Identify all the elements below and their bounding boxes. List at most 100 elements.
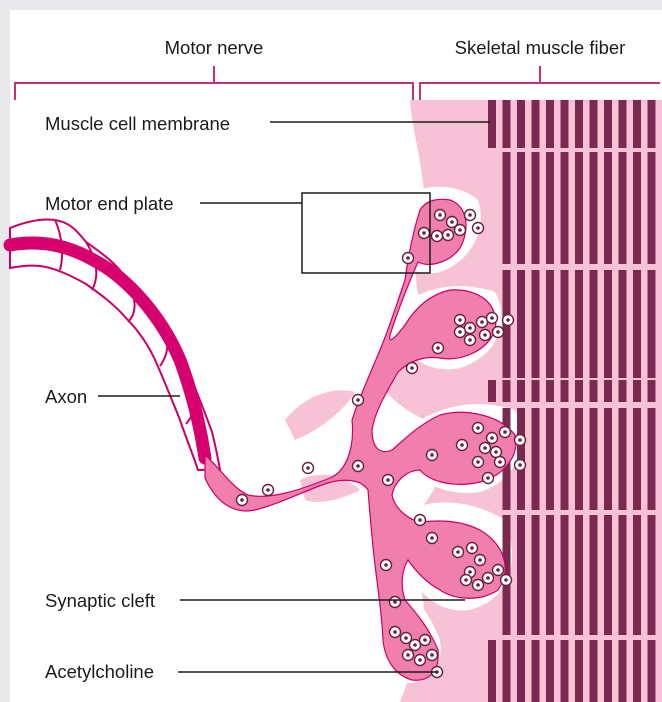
vesicle [515,460,526,471]
striation-bar [503,152,511,264]
vesicle [353,461,364,472]
striation-bar [648,640,656,702]
striation-bar [590,408,598,510]
striation-bar [488,380,496,402]
striation-bar [619,380,627,402]
vesicle [419,228,430,239]
striation-bar [648,100,656,148]
striation-bar [546,100,554,148]
striation-bar [575,515,583,635]
vesicle [390,597,401,608]
motor-end-plate-label: Motor end plate [45,193,174,214]
striation-bar [619,640,627,702]
motor-nerve-label: Motor nerve [165,37,264,58]
vesicle [465,210,476,221]
striation-bar [633,408,641,510]
vesicle [420,635,431,646]
striation-bar [648,270,656,378]
striation-bar [546,270,554,378]
striation-bar [532,100,540,148]
vesicle [453,547,464,558]
vesicle [427,533,438,544]
striation-bar [619,100,627,148]
vesicle [467,543,478,554]
vesicle [475,555,486,566]
vesicle [263,485,274,496]
striation-bar [517,640,525,702]
striation-bar [590,152,598,264]
striation-bar [532,515,540,635]
striation-bar [604,515,612,635]
vesicle [473,423,484,434]
acetylcholine-label: Acetylcholine [45,661,154,682]
vesicle [473,580,484,591]
striation-bar [633,380,641,402]
striation-bar [590,640,598,702]
vesicle [403,253,414,264]
axon-label: Axon [45,386,87,407]
muscle-cell-membrane-label: Muscle cell membrane [45,113,230,134]
striation-bar [532,152,540,264]
striation-bar [575,270,583,378]
striation-bar [488,100,496,148]
vesicle [415,655,426,666]
striation-bar [648,380,656,402]
vesicle [427,450,438,461]
vesicle [473,223,484,234]
striation-bar [561,270,569,378]
vesicle [381,560,392,571]
vesicle [455,225,466,236]
striation-bar [517,152,525,264]
striation-bar [619,270,627,378]
striation-bar [633,152,641,264]
striation-bar [532,380,540,402]
striation-bar [575,640,583,702]
striation-bar [561,380,569,402]
striation-bar [488,640,496,702]
striation-bar [604,270,612,378]
striation-bar [604,100,612,148]
striation-bar [648,515,656,635]
vesicle [465,335,476,346]
vesicle [353,395,364,406]
striation-bar [532,640,540,702]
striation-bar [590,380,598,402]
striation-bar [590,515,598,635]
striation-bar [546,152,554,264]
striation-bar [619,152,627,264]
striation-bar [503,100,511,148]
striation-bar [546,380,554,402]
striation-bar [575,380,583,402]
striation-bar [633,640,641,702]
striation-bar [633,100,641,148]
vesicle [461,575,472,586]
vesicle [493,565,504,576]
striation-bar [561,408,569,510]
striation-bar [561,100,569,148]
vesicle [407,363,418,374]
vesicle [410,640,421,651]
vesicle [415,515,426,526]
striation-bar [517,380,525,402]
striation-bar [633,270,641,378]
vesicle [455,315,466,326]
striation-bar [561,152,569,264]
striation-bar [517,515,525,635]
vesicle [457,440,468,451]
striation-bar [604,640,612,702]
vesicle [303,463,314,474]
striation-bar [590,100,598,148]
vesicle [495,457,506,468]
vesicle [500,427,511,438]
vesicle [455,327,466,338]
striation-bar [575,100,583,148]
vesicle [383,475,394,486]
striation-bar [604,380,612,402]
vesicle [483,573,494,584]
striation-bar [590,270,598,378]
vesicle [390,627,401,638]
striation-bar [517,100,525,148]
striation-bar [619,408,627,510]
vesicle [433,343,444,354]
